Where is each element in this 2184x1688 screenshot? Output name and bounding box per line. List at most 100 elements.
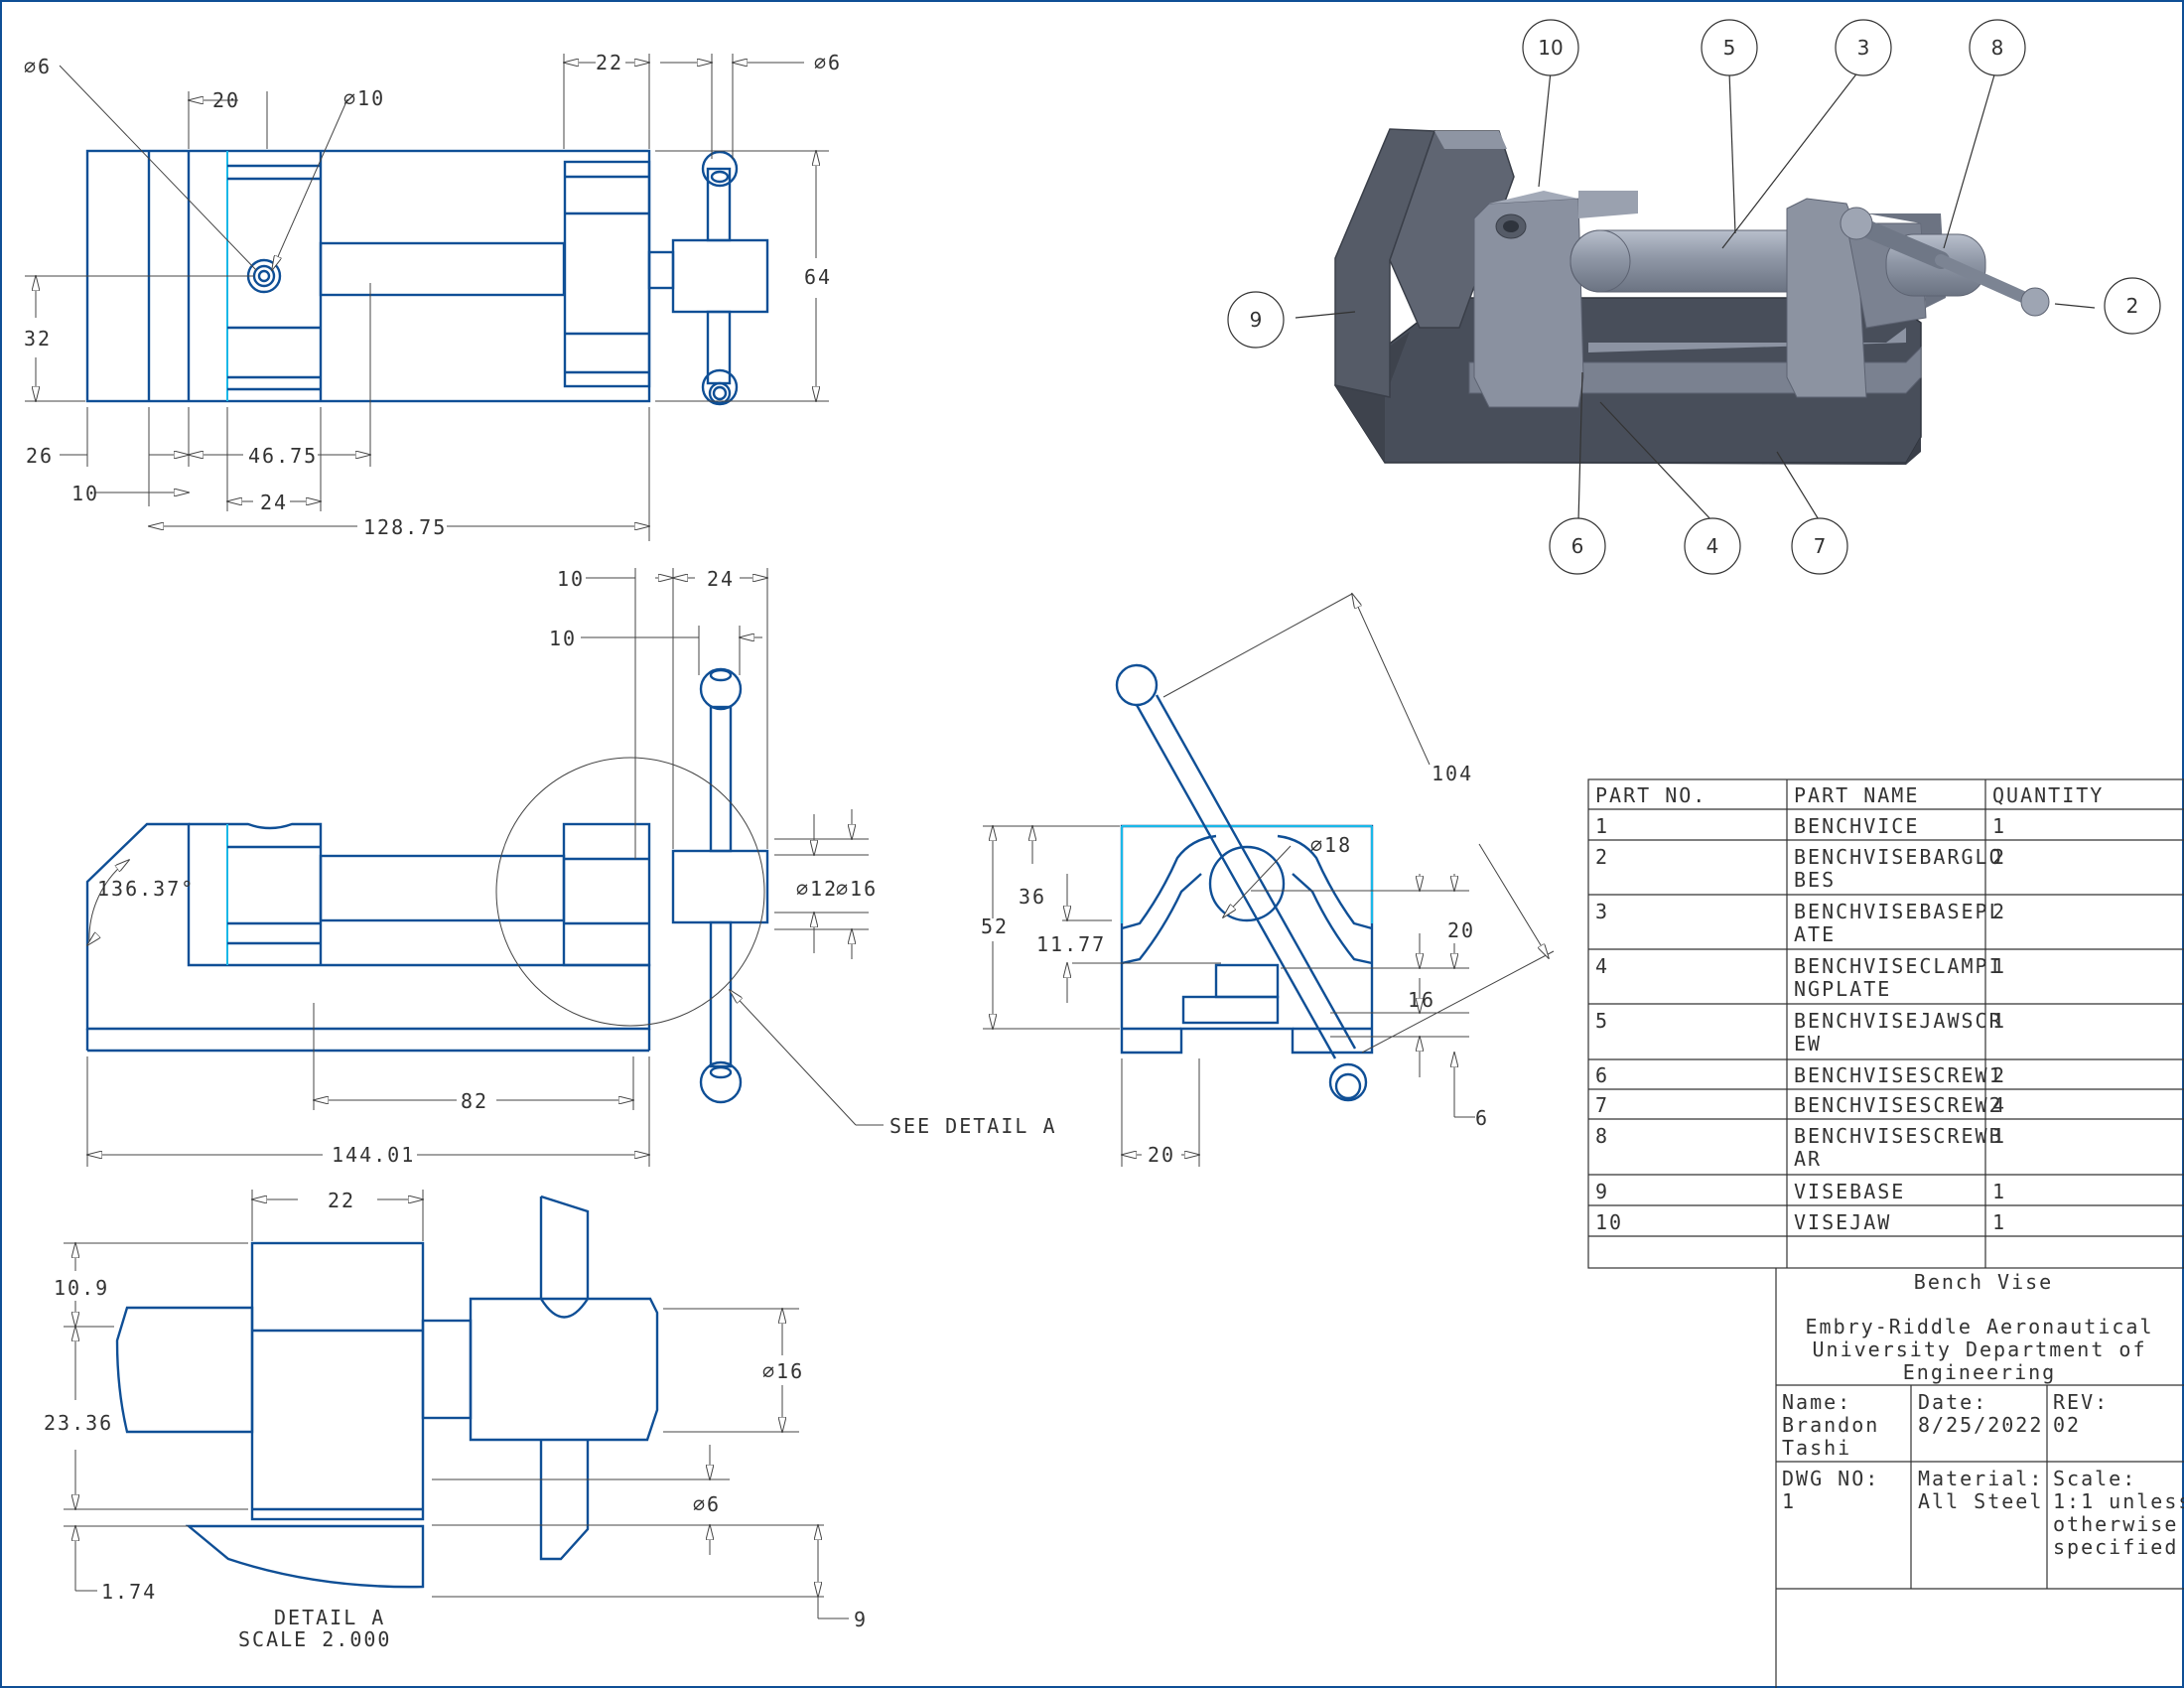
bom-row: 1 BENCHVICE 1 xyxy=(1595,814,2006,838)
dim-block: 24 xyxy=(260,491,288,514)
dim-jaw-height: 36 xyxy=(1019,885,1046,909)
drawing-title: Bench Vise xyxy=(1914,1270,2053,1294)
svg-text:2: 2 xyxy=(1992,845,2006,869)
bom-row: 9 VISEBASE 1 xyxy=(1595,1180,2004,1203)
dim-collar: 22 xyxy=(596,51,623,74)
dim-body-height: 52 xyxy=(981,914,1009,938)
dim-lip: 10 xyxy=(71,482,99,505)
bom-row: 4 BENCHVISECLAMPI NGPLATE 1 xyxy=(1595,954,2004,1001)
institution-line-1: Embry-Riddle Aeronautical xyxy=(1805,1315,2153,1338)
bom-row: 7 BENCHVISESCREW2 4 xyxy=(1595,1093,2006,1117)
svg-text:8: 8 xyxy=(1991,36,2004,60)
dim-collar-width: 24 xyxy=(707,567,735,591)
svg-text:5: 5 xyxy=(1723,36,1736,60)
dim-hole-diameter: ⌀6 xyxy=(24,55,52,78)
top-view xyxy=(85,149,769,406)
svg-text:9: 9 xyxy=(1595,1180,1609,1203)
bom-row: 6 BENCHVISESCREW1 2 xyxy=(1595,1063,2006,1087)
svg-text:BENCHVICE: BENCHVICE xyxy=(1794,814,1919,838)
bom-header-part-no: PART NO. xyxy=(1595,783,1706,807)
dim-detail-top: 10.9 xyxy=(54,1276,109,1300)
dim-bore-diameter: ⌀10 xyxy=(343,86,385,110)
svg-text:2: 2 xyxy=(1992,1063,2006,1087)
svg-text:8: 8 xyxy=(1595,1124,1609,1148)
dim-collar-diameter: ⌀16 xyxy=(836,877,878,901)
scale-label: Scale: xyxy=(2053,1467,2136,1490)
svg-text:VISEJAW: VISEJAW xyxy=(1794,1210,1891,1234)
svg-text:AR: AR xyxy=(1794,1147,1822,1171)
isometric-view xyxy=(1333,128,2050,465)
dim-screw-diameter: ⌀12 xyxy=(796,877,838,901)
name-line-2: Tashi xyxy=(1782,1436,1851,1460)
dim-travel: 82 xyxy=(461,1089,488,1113)
side-view-labels: 104 ⌀18 36 52 11.77 20 16 6 20 xyxy=(981,762,1487,1167)
dim-hub-height: 20 xyxy=(1447,918,1475,942)
balloon-2: 2 xyxy=(2104,277,2161,335)
material-value: All Steel xyxy=(1918,1489,2043,1513)
detail-a-view xyxy=(115,1195,659,1589)
svg-text:VISEBASE: VISEBASE xyxy=(1794,1180,1905,1203)
dim-span: 46.75 xyxy=(248,444,318,468)
svg-text:BES: BES xyxy=(1794,868,1836,892)
front-view-dimensions xyxy=(87,568,884,1167)
dim-bar-width: 10 xyxy=(549,627,577,650)
svg-text:BENCHVISESCREWB: BENCHVISESCREWB xyxy=(1794,1124,2003,1148)
svg-text:10: 10 xyxy=(1595,1210,1623,1234)
svg-text:EW: EW xyxy=(1794,1032,1822,1055)
bom-row: 2 BENCHVISEBARGLO BES 2 xyxy=(1595,845,2006,892)
see-detail-callout: SEE DETAIL A xyxy=(889,1114,1057,1138)
rev-label: REV: xyxy=(2053,1390,2109,1414)
svg-text:2: 2 xyxy=(1992,900,2006,923)
name-label: Name: xyxy=(1782,1390,1851,1414)
date-value: 8/25/2022 xyxy=(1918,1413,2043,1437)
svg-text:4: 4 xyxy=(1992,1093,2006,1117)
balloon-7: 7 xyxy=(1791,517,1848,575)
dim-detail-body: 23.36 xyxy=(44,1411,113,1435)
dim-detail-bar-diameter: ⌀6 xyxy=(693,1492,721,1516)
bom-row: 5 BENCHVISEJAWSCR EW 1 xyxy=(1595,1009,2004,1055)
top-view-dimensions xyxy=(25,54,829,541)
bom-row: 10 VISEJAW 1 xyxy=(1595,1210,2004,1234)
top-view-labels: ⌀6 20 ⌀10 22 ⌀6 64 32 26 46.75 10 24 128… xyxy=(24,51,842,539)
detail-a-scale: SCALE 2.000 xyxy=(238,1627,391,1651)
dim-width: 20 xyxy=(212,88,240,112)
bill-of-materials: PART NO. PART NAME QUANTITY 1 BENCHVICE … xyxy=(1587,778,2184,1269)
bom-header-part-name: PART NAME xyxy=(1794,783,1919,807)
institution-line-3: Engineering xyxy=(1903,1360,2056,1384)
dim-base-step: 16 xyxy=(1408,988,1435,1012)
svg-text:BENCHVISESCREW1: BENCHVISESCREW1 xyxy=(1794,1063,2003,1087)
dwg-value: 1 xyxy=(1782,1489,1796,1513)
svg-text:5: 5 xyxy=(1595,1009,1609,1033)
dim-base-foot: 20 xyxy=(1148,1143,1175,1167)
rev-value: 02 xyxy=(2053,1413,2081,1437)
part-balloons: 10 5 3 8 2 9 6 4 xyxy=(1227,19,2161,575)
date-label: Date: xyxy=(1918,1390,1987,1414)
dim-bar-diameter: ⌀6 xyxy=(814,51,842,74)
svg-text:BENCHVISESCREW2: BENCHVISESCREW2 xyxy=(1794,1093,2003,1117)
side-view-dimensions xyxy=(983,594,1555,1167)
dim-height: 64 xyxy=(804,265,832,289)
svg-text:1: 1 xyxy=(1595,814,1609,838)
name-line-1: Brandon xyxy=(1782,1413,1879,1437)
bom-row: 3 BENCHVISEBASEPL ATE 2 xyxy=(1595,900,2006,946)
balloon-4: 4 xyxy=(1684,517,1741,575)
dim-left: 26 xyxy=(26,444,54,468)
dim-offset: 32 xyxy=(24,327,52,351)
svg-text:2: 2 xyxy=(1595,845,1609,869)
svg-text:9: 9 xyxy=(1250,308,1263,332)
svg-text:3: 3 xyxy=(1857,36,1870,60)
dim-step: 11.77 xyxy=(1036,932,1106,956)
institution-line-2: University Department of xyxy=(1813,1337,2147,1361)
svg-text:1: 1 xyxy=(1992,1124,2006,1148)
title-block: Bench Vise Embry-Riddle Aeronautical Uni… xyxy=(1775,1268,2184,1688)
svg-text:ATE: ATE xyxy=(1794,922,1836,946)
svg-text:1: 1 xyxy=(1992,814,2006,838)
material-label: Material: xyxy=(1918,1467,2043,1490)
isometric-leaders xyxy=(1295,70,2096,522)
dim-detail-collar: 22 xyxy=(328,1189,355,1212)
dim-overall-length: 144.01 xyxy=(332,1143,415,1167)
dim-detail-collar-diameter: ⌀16 xyxy=(762,1359,804,1383)
svg-text:4: 4 xyxy=(1706,534,1719,558)
